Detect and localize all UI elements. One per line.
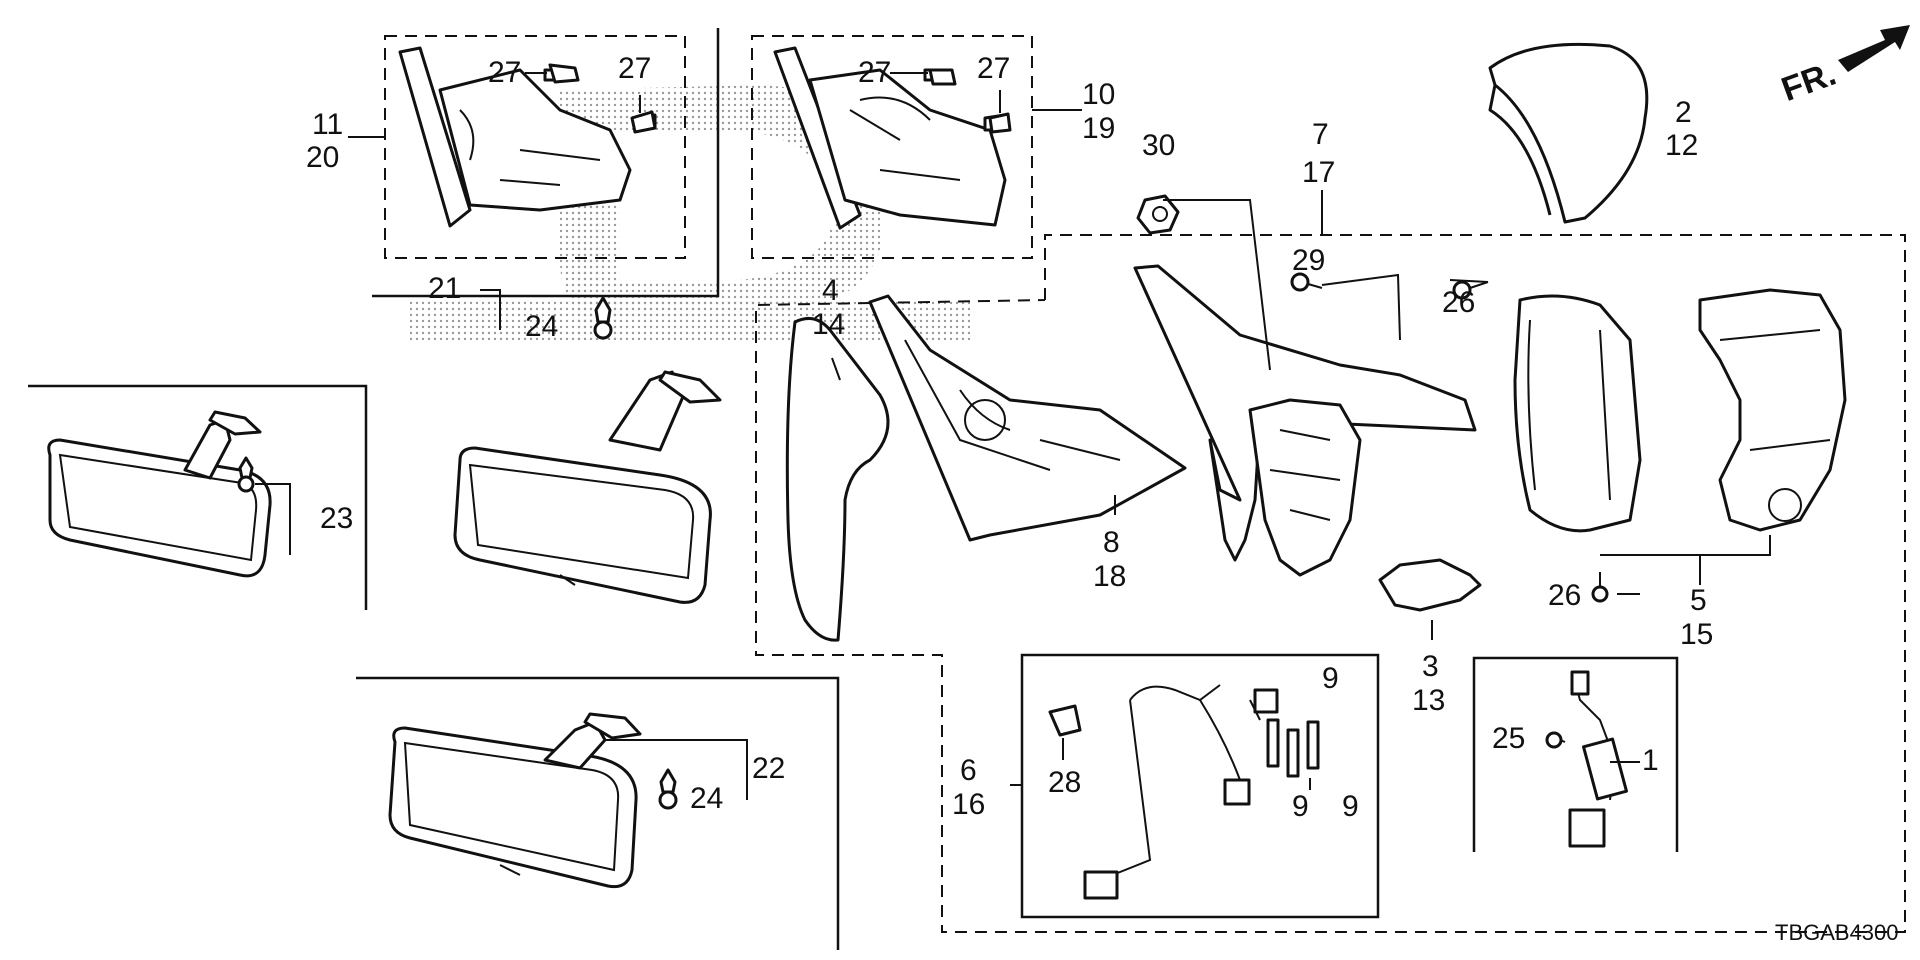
label-18: 18 — [1093, 560, 1126, 593]
label-27c: 27 — [858, 56, 891, 89]
label-23: 23 — [320, 502, 353, 535]
camera-unit — [1568, 670, 1628, 848]
label-14: 14 — [812, 308, 845, 341]
label-27b: 27 — [618, 52, 651, 85]
screw-26-lower — [1591, 572, 1609, 603]
rearview-mirror-21 — [453, 370, 722, 604]
label-13: 13 — [1412, 684, 1445, 717]
label-6: 6 — [960, 754, 977, 787]
label-17: 17 — [1302, 156, 1335, 189]
front-direction-label: FR. — [1777, 55, 1841, 109]
label-30: 30 — [1142, 129, 1175, 162]
nut — [1136, 194, 1180, 235]
screw-24-upper — [593, 296, 613, 340]
clips-27 — [548, 63, 1012, 134]
mirror-lower-cover — [1378, 558, 1482, 612]
label-2: 2 — [1675, 96, 1692, 129]
screw-29 — [1290, 272, 1323, 292]
wire-harness — [1083, 684, 1279, 900]
mirror-frame — [868, 294, 1187, 542]
mirror-base-left — [398, 46, 657, 228]
label-10: 10 — [1082, 78, 1115, 111]
label-21: 21 — [428, 272, 461, 305]
rearview-mirror-22 — [388, 712, 642, 889]
label-22: 22 — [752, 752, 785, 785]
mirror-cover — [1488, 42, 1649, 224]
label-1: 1 — [1642, 744, 1659, 777]
label-29: 29 — [1292, 244, 1325, 277]
label-27d: 27 — [977, 52, 1010, 85]
label-7: 7 — [1312, 118, 1329, 151]
screw-25 — [1545, 731, 1563, 749]
screw-26-upper — [1452, 280, 1489, 300]
label-28: 28 — [1048, 766, 1081, 799]
label-5: 5 — [1690, 584, 1707, 617]
label-16: 16 — [952, 788, 985, 821]
label-26b: 26 — [1548, 579, 1581, 612]
label-24b: 24 — [690, 782, 723, 815]
diagram-code: TBGAB4300 — [1775, 920, 1899, 945]
label-25: 25 — [1492, 722, 1525, 755]
callout-labels: 11 20 27 27 27 27 10 19 30 7 17 29 2 12 … — [306, 52, 1899, 945]
label-3: 3 — [1422, 650, 1439, 683]
label-27a: 27 — [488, 56, 521, 89]
label-4: 4 — [822, 274, 839, 307]
label-12: 12 — [1665, 129, 1698, 162]
screw-23 — [237, 456, 255, 493]
label-19: 19 — [1082, 112, 1115, 145]
bolts-9 — [1266, 718, 1320, 778]
label-11: 11 — [312, 108, 343, 141]
label-9b: 9 — [1292, 790, 1309, 823]
leader-lines — [255, 72, 1771, 800]
label-20: 20 — [306, 141, 339, 174]
label-15: 15 — [1680, 618, 1713, 651]
label-26a: 26 — [1442, 286, 1475, 319]
label-9a: 9 — [1322, 662, 1339, 695]
rearview-mirror-23 — [47, 410, 272, 578]
mirror-skull-cap — [1513, 288, 1847, 533]
label-8: 8 — [1103, 526, 1120, 559]
front-direction-arrow — [1838, 25, 1910, 72]
screw-24-lower — [658, 768, 678, 810]
mirror-housing — [1133, 264, 1477, 577]
label-9c: 9 — [1342, 790, 1359, 823]
label-24a: 24 — [525, 310, 558, 343]
clip-28 — [1048, 704, 1082, 737]
mirror-glass — [785, 316, 890, 642]
